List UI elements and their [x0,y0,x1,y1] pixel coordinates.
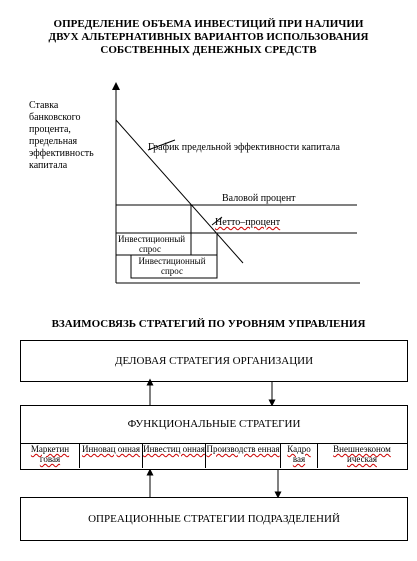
function-foreign-economic: Внешнеэконом ическая [333,444,391,464]
net-label-leader [211,216,223,226]
business-strategy-box: ДЕЛОВАЯ СТРАТЕГИЯ ОРГАНИЗАЦИИ [20,340,408,382]
investment-diagram-title: ОПРЕДЕЛЕНИЕ ОБЪЕМА ИНВЕСТИЦИЙ ПРИ НАЛИЧИ… [48,18,369,56]
function-investment: Инвестиц онная [143,444,206,468]
operational-strategies-box: ОПРЕАЦИОННЫЕ СТРАТЕГИИ ПОДРАЗДЕЛЕНИЙ [20,497,408,541]
business-strategy-label: ДЕЛОВАЯ СТРАТЕГИЯ ОРГАНИЗАЦИИ [114,355,314,367]
function-personnel: Кадро вая [281,444,318,468]
y-axis-label: Ставка банковского процента, предельная … [29,100,94,171]
net-rate-label: Нетто–процент [215,217,281,228]
function-innovation: Инновац онная [80,444,143,468]
strategy-diagram-title: ВЗАИМОСВЯЗЬ СТРАТЕГИЙ ПО УРОВНЯМ УПРАВЛЕ… [51,318,366,330]
gross-rate-label: Валовой процент [222,193,296,204]
curve-label-leader [147,139,176,151]
function-marketing: Маркетин говая [21,444,80,468]
function-production: Производств енная [206,444,281,468]
demand-upper-label: Инвестиционный спрос [118,234,186,254]
operational-strategies-label: ОПРЕАЦИОННЫЕ СТРАТЕГИИ ПОДРАЗДЕЛЕНИЙ [88,513,340,525]
demand-lower-box [130,254,218,279]
curve-label: График предельной эффективности капитала [148,142,340,153]
demand-lower-label: Инвестиционный спрос [138,256,206,276]
functional-strategies-label: ФУНКЦИОНАЛЬНЫЕ СТРАТЕГИИ [127,418,301,430]
functions-row-divider [21,443,407,444]
mec-curve [115,119,244,264]
functional-strategies-box: ФУНКЦИОНАЛЬНЫЕ СТРАТЕГИИ [20,405,408,470]
